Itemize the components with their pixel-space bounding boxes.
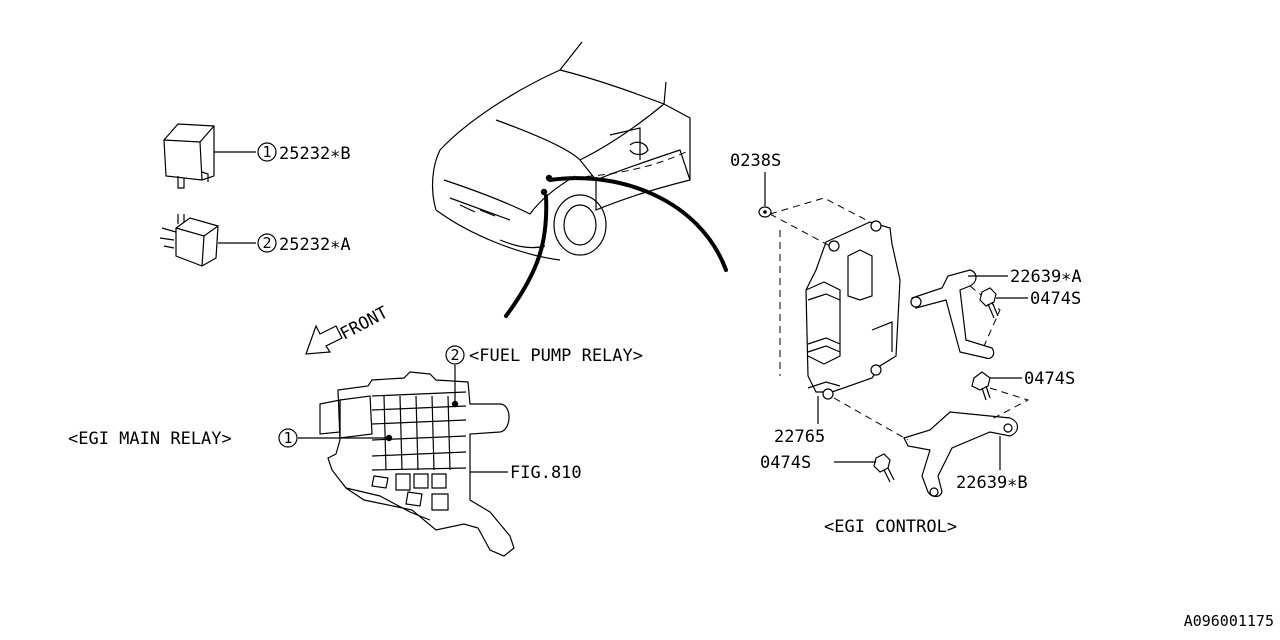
bracket-part-22639-a: 22639∗A [1010, 267, 1082, 287]
bolt-icon-middle [971, 371, 991, 401]
svg-text:1: 1 [283, 429, 292, 447]
svg-text:1: 1 [262, 143, 271, 161]
ecu-part-22765: 22765 [774, 427, 825, 447]
ecu-module-illustration [805, 220, 901, 400]
egi-control-caption: <EGI CONTROL> [824, 517, 957, 537]
egi-main-relay-label: <EGI MAIN RELAY> [68, 429, 232, 449]
callout-circle-egi-main: 1 [278, 428, 298, 448]
bolt-part-0474s-top: 0474S [1030, 289, 1081, 309]
part-number-25232-a: 25232∗A [279, 235, 351, 255]
svg-text:2: 2 [262, 234, 271, 252]
bolt-part-0474s-middle: 0474S [1024, 369, 1075, 389]
svg-text:2: 2 [450, 346, 459, 364]
nut-part-0238s: 0238S [730, 151, 781, 171]
bolt-icon-bottom [873, 453, 895, 483]
fuel-pump-relay-label: <FUEL PUMP RELAY> [469, 346, 643, 366]
fuse-relay-box-illustration [319, 371, 515, 557]
front-arrow-icon [305, 324, 343, 355]
callout-circle-1: 1 [257, 142, 277, 162]
bolt-icon-top [979, 287, 999, 319]
relay-a-illustration [159, 214, 256, 267]
diagram-id: A096001175 [1184, 612, 1274, 630]
part-number-25232-b: 25232∗B [279, 144, 351, 164]
bolt-part-0474s-bottom: 0474S [760, 453, 811, 473]
car-illustration [431, 41, 728, 318]
relay-b-illustration [163, 123, 256, 189]
bracket-a-illustration [910, 269, 1008, 359]
figure-reference: FIG.810 [510, 463, 582, 483]
bracket-part-22639-b: 22639∗B [956, 473, 1028, 493]
callout-circle-fuel-pump: 2 [445, 345, 465, 365]
callout-circle-2: 2 [257, 233, 277, 253]
nut-icon [758, 206, 772, 218]
bracket-b-illustration [903, 411, 1019, 498]
front-label: FRONT [337, 303, 392, 345]
